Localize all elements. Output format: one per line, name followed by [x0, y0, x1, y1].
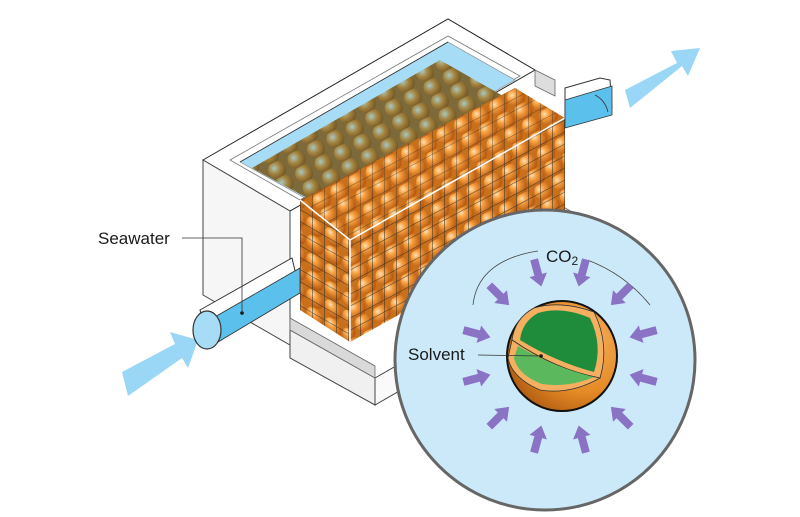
co2-arrow	[486, 406, 510, 430]
co2-arrow	[629, 369, 658, 387]
co2-label: CO2	[546, 247, 579, 268]
seawater-callout: Seawater	[98, 229, 243, 313]
co2-arrows	[462, 258, 658, 454]
wire-mesh-cage	[239, 41, 566, 342]
co2-arrow	[462, 325, 491, 343]
solvent-dark-half	[520, 310, 598, 372]
co2-arrow	[629, 325, 658, 343]
co2-arrow	[610, 406, 634, 430]
co2-arrow	[529, 258, 547, 287]
outlet-pipe	[564, 77, 613, 129]
solvent-label: Solvent	[408, 345, 465, 364]
seawater-label: Seawater	[98, 229, 170, 248]
co2-arrow	[462, 369, 491, 387]
solvent-leader-line	[477, 354, 542, 357]
outflow-arrow	[625, 48, 700, 108]
capsule-cutaway	[506, 300, 618, 412]
co2-arrow	[529, 425, 547, 454]
inflow-arrow	[122, 332, 198, 396]
inlet-pipe	[192, 257, 301, 350]
co2-arrow	[610, 282, 634, 306]
co2-arrow	[573, 258, 591, 287]
capsule-inset: CO2 Solvent	[393, 208, 697, 512]
co2-arrow	[486, 282, 510, 306]
co2-arrow	[573, 425, 591, 454]
